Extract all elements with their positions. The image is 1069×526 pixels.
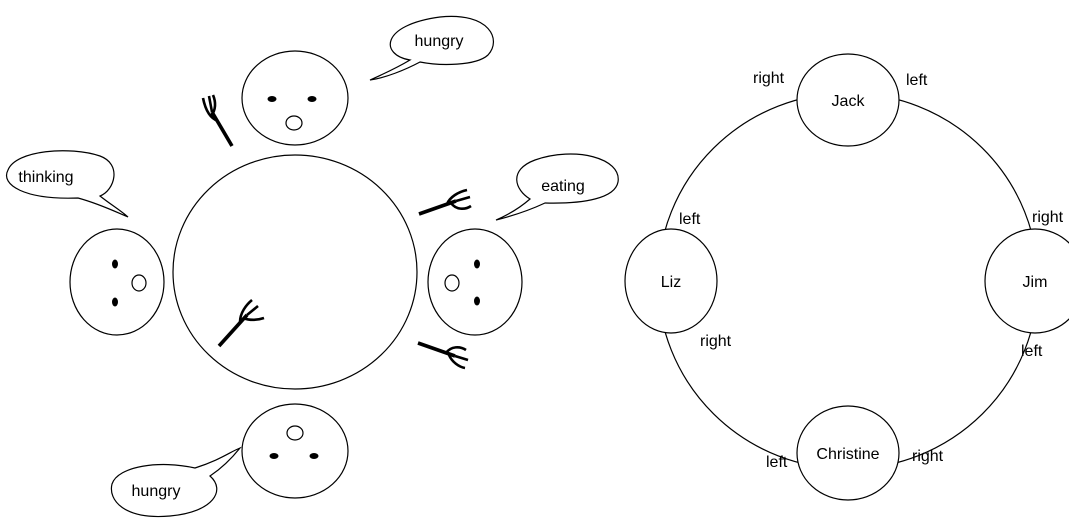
label-christine-right: right	[912, 448, 944, 465]
fork-right-upper	[418, 188, 472, 216]
fork-right-lower	[417, 341, 469, 370]
label-liz-right: right	[700, 333, 732, 350]
philosopher-face-top	[241, 50, 349, 146]
label-christine-left: left	[766, 454, 788, 471]
eye	[309, 453, 319, 459]
philosopher-face-right	[427, 228, 523, 336]
philosopher-name-jack: Jack	[832, 93, 866, 110]
label-jim-right: right	[1032, 209, 1064, 226]
label-jack-left-side: left	[906, 72, 928, 89]
philosopher-face-left	[69, 228, 165, 336]
eye	[112, 297, 118, 307]
mouth	[285, 115, 303, 131]
eye	[267, 96, 277, 102]
bubble-text-eating: eating	[541, 178, 585, 195]
philosopher-face-bottom	[241, 403, 349, 499]
philosopher-node-jack: Jack	[796, 53, 900, 147]
speech-bubble-left: thinking	[5, 150, 129, 218]
philosopher-node-jim: Jim	[984, 228, 1069, 334]
bubble-text-thinking: thinking	[18, 169, 73, 186]
philosopher-name-liz: Liz	[661, 274, 681, 291]
speech-bubble-right: eating	[495, 153, 619, 221]
speech-bubble-top: hungry	[369, 15, 495, 81]
eye	[307, 96, 317, 102]
label-liz-left: left	[679, 211, 701, 228]
philosopher-ring-diagram: Jack Jim Christine Liz right left right …	[624, 53, 1069, 501]
table	[172, 154, 418, 390]
label-jack-right-side: right	[753, 70, 785, 87]
philosopher-node-christine: Christine	[796, 405, 900, 501]
fork-top-left	[201, 94, 234, 147]
eye	[112, 259, 118, 269]
bubble-text-hungry-top: hungry	[415, 33, 464, 50]
label-jim-left: left	[1021, 343, 1043, 360]
philosopher-name-christine: Christine	[816, 446, 879, 463]
speech-bubble-bottom: hungry	[110, 446, 242, 518]
eye	[474, 296, 480, 306]
bubble-text-hungry-bottom: hungry	[132, 483, 181, 500]
philosopher-name-jim: Jim	[1023, 274, 1048, 291]
mouth	[444, 274, 460, 292]
table-illustration: hungry thinking eating hungry	[5, 15, 619, 518]
fork-table	[217, 299, 265, 348]
mouth	[131, 274, 147, 292]
eye	[269, 453, 279, 459]
philosopher-node-liz: Liz	[624, 228, 718, 334]
mouth	[286, 425, 304, 441]
eye	[474, 259, 480, 269]
